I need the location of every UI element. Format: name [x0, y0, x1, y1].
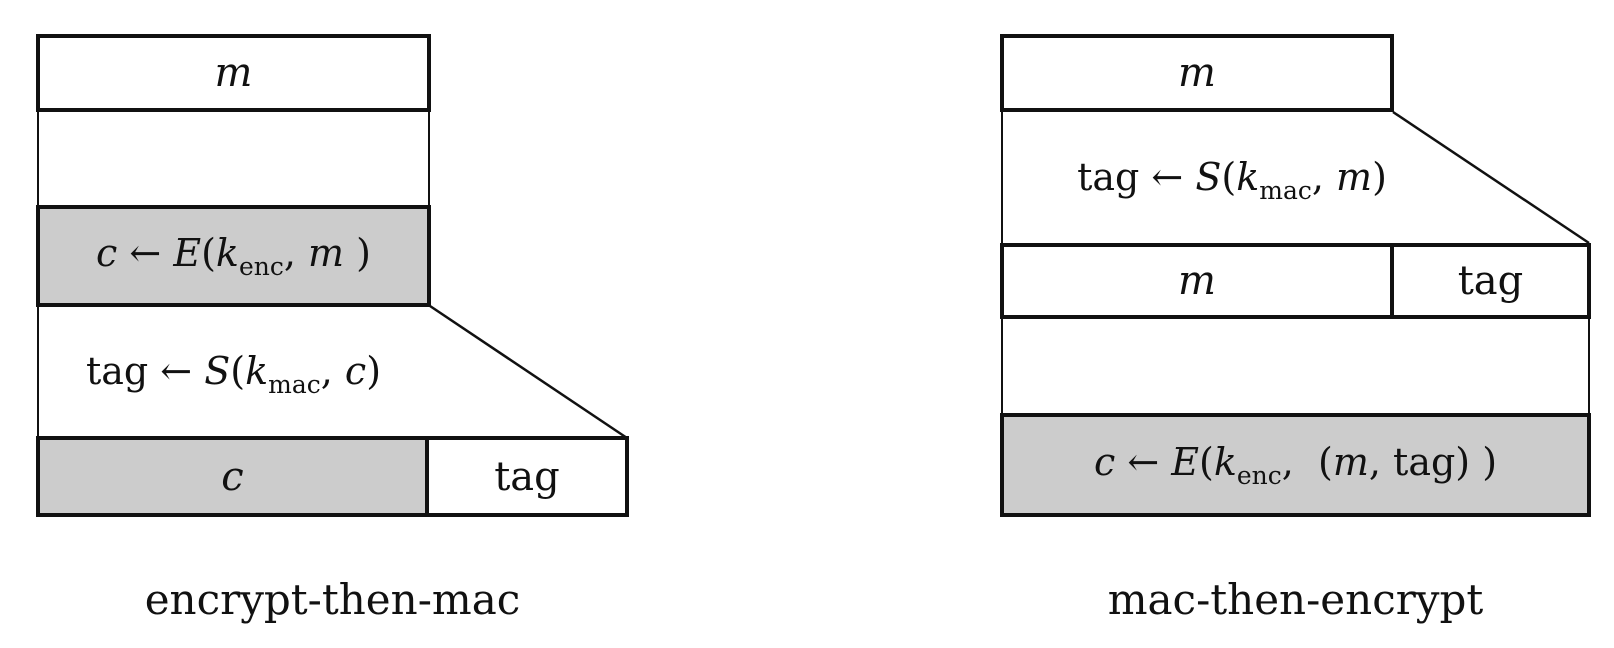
mte-row-tag-label: tag [1457, 258, 1524, 304]
mte-message-label: m [1178, 50, 1216, 96]
mte-message-box: m [1000, 34, 1394, 112]
mte-row-m-cell: m [1000, 243, 1394, 319]
mte-caption: mac-then-encrypt [1107, 575, 1484, 624]
mte-gap-region [1001, 319, 1590, 413]
mte-encrypt-formula: c ← E(kenc, (m, tag) ) [1093, 440, 1498, 490]
etm-message-box: m [36, 34, 431, 112]
mte-row-m-label: m [1178, 258, 1216, 304]
mte-row-tag-cell: tag [1390, 243, 1591, 319]
etm-encrypt-box: c ← E(kenc, m ) [36, 205, 431, 307]
etm-ciphertext-cell: c [36, 436, 429, 517]
etm-diagonal-line [429, 304, 628, 440]
etm-sign-region-left-edge [37, 307, 39, 436]
etm-sign-formula: tag ← S(kmac, c) [85, 349, 382, 399]
mte-encrypt-box: c ← E(kenc, (m, tag) ) [1000, 413, 1591, 517]
etm-ciphertext-label: c [221, 453, 244, 500]
etm-caption: encrypt-then-mac [144, 575, 521, 624]
etm-tag-cell: tag [425, 436, 629, 517]
etm-gap-region [37, 112, 430, 207]
etm-encrypt-formula: c ← E(kenc, m ) [96, 231, 371, 281]
etm-message-label: m [214, 50, 253, 96]
mte-sign-formula: tag ← S(kmac, m) [1077, 155, 1387, 205]
etm-tag-label: tag [494, 453, 560, 500]
mte-sign-region-left-edge [1001, 112, 1003, 243]
